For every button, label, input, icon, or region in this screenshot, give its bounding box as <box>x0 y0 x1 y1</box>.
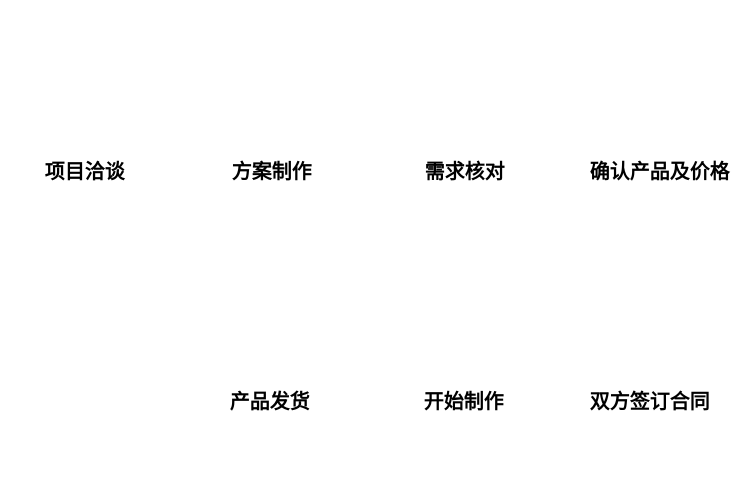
step-label-project-discussion: 项目洽谈 <box>45 161 125 183</box>
step-label-requirement-check: 需求核对 <box>425 161 505 183</box>
step-label-sign-contract: 双方签订合同 <box>590 391 710 413</box>
step-label-confirm-product-price: 确认产品及价格 <box>590 161 730 183</box>
step-label-proposal-creation: 方案制作 <box>232 161 312 183</box>
step-label-product-delivery: 产品发货 <box>230 391 310 413</box>
step-label-start-production: 开始制作 <box>424 391 504 413</box>
